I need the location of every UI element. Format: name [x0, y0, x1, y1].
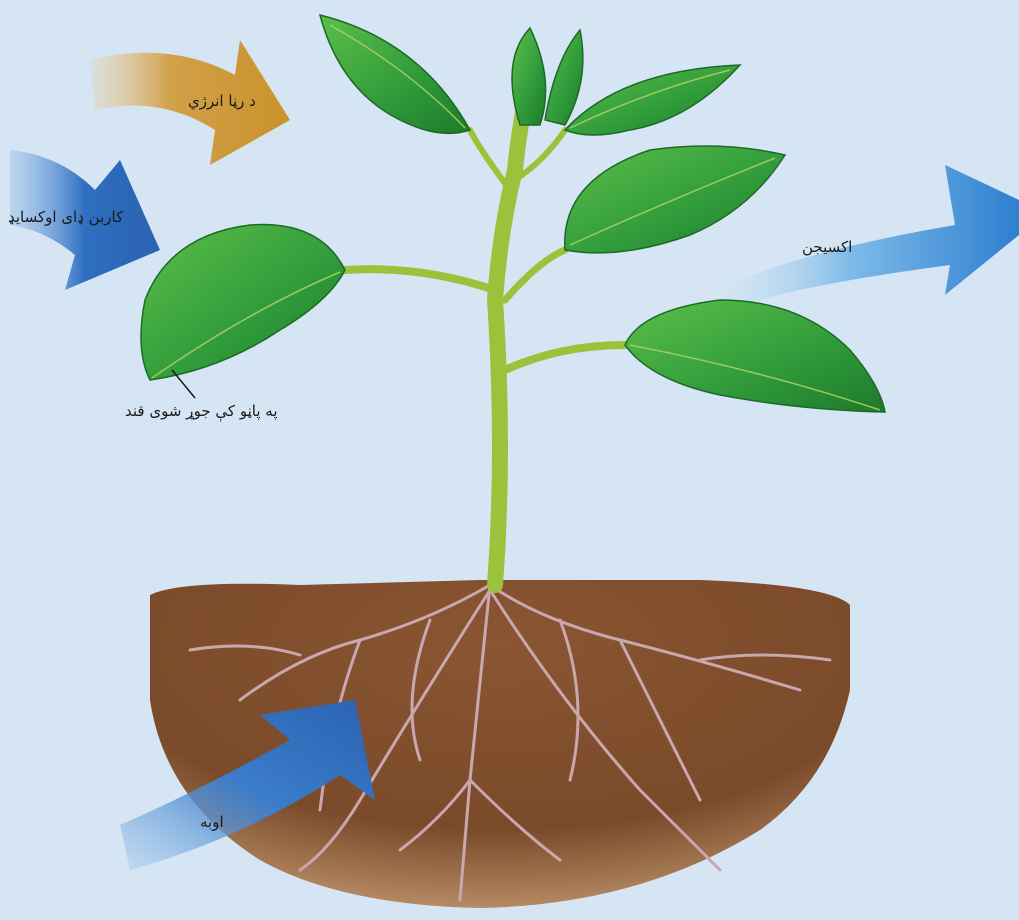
sugar-pointer-line: [172, 370, 195, 398]
leaf-top-right: [565, 65, 740, 135]
leaf-top-center-a: [512, 28, 546, 125]
light-energy-label: د رڼا انرژي: [188, 92, 256, 110]
sugar-label: په پاڼو کې جوړ شوی قند: [125, 402, 278, 420]
soil-block: [150, 580, 850, 908]
leaf-right: [625, 300, 885, 412]
plant-stem: [345, 80, 625, 585]
oxygen-label: اکسیجن: [802, 238, 852, 256]
water-label: اوبه: [200, 813, 224, 831]
leaf-left: [141, 225, 345, 380]
carbon-dioxide-label: کاربن ډای اوکسایډ: [8, 208, 123, 226]
leaf-top-center-b: [545, 30, 583, 125]
